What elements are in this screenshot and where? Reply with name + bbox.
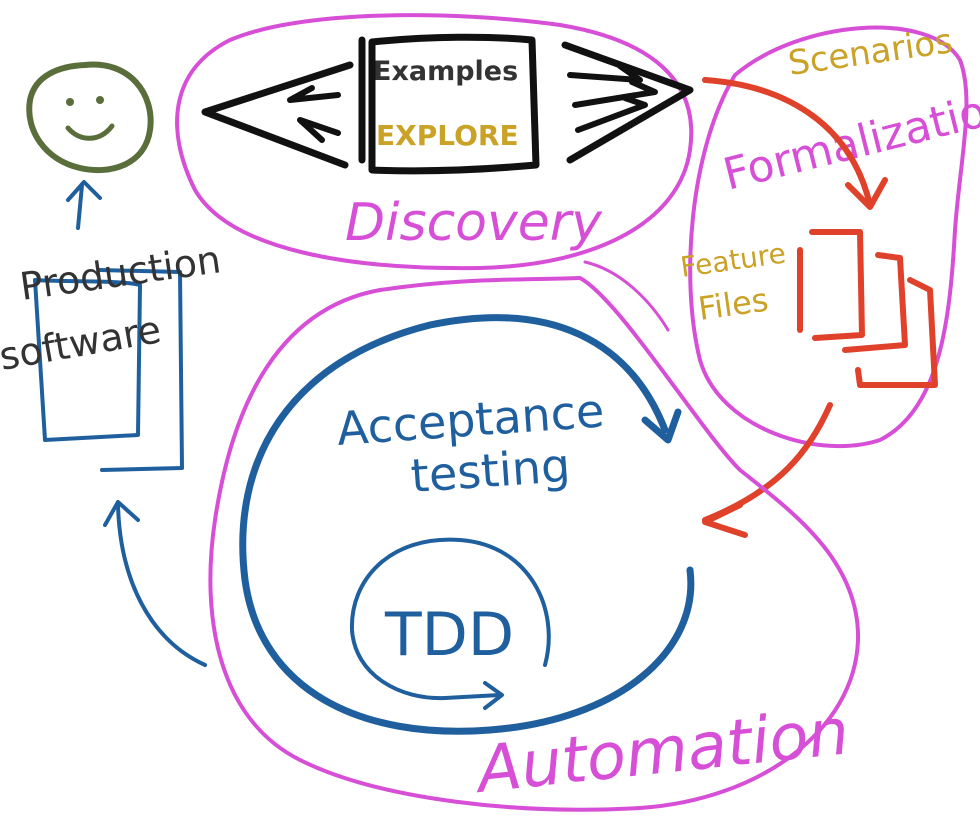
production-software-region: Production software xyxy=(0,61,223,667)
user-eye-right xyxy=(96,96,104,104)
software-doc-back xyxy=(98,268,184,472)
automation-to-production-arrowhead xyxy=(103,500,140,527)
right-arrow-2 xyxy=(572,79,658,108)
testing-label: testing xyxy=(409,438,572,503)
right-chevron-mark xyxy=(561,41,694,164)
automation-to-production-arrow xyxy=(116,503,207,667)
production-label: Production xyxy=(17,237,223,309)
user-eye-left xyxy=(66,98,74,106)
right-arrow-3 xyxy=(575,95,648,133)
right-arrow-1 xyxy=(567,63,643,83)
feature-file-1 xyxy=(797,229,865,341)
discovery-loop xyxy=(175,13,694,271)
left-small-arrow-2 xyxy=(297,117,341,143)
discovery-to-formalization-arrowhead xyxy=(845,177,888,210)
formalization-region: Scenarios Formalization Feature Files xyxy=(678,21,980,538)
examples-box xyxy=(358,33,540,175)
feature-label: Feature xyxy=(678,237,787,284)
feature-file-3 xyxy=(855,277,938,388)
user-face-icon xyxy=(26,61,154,174)
formalization-to-automation-arrowhead xyxy=(702,502,748,538)
software-to-user-arrow xyxy=(66,180,102,230)
discovery-to-formalization-arrow xyxy=(702,77,873,208)
acceptance-testing-loop xyxy=(239,314,695,735)
automation-label: Automation xyxy=(470,695,852,808)
discovery-label: Discovery xyxy=(345,193,603,253)
tdd-arrowhead xyxy=(483,681,504,710)
files-label: Files xyxy=(696,281,771,328)
examples-label: Examples xyxy=(373,56,518,87)
formalization-loop xyxy=(688,25,969,449)
discovery-region: Examples EXPLORE Discovery xyxy=(175,13,694,271)
tdd-loop xyxy=(349,537,551,701)
user-smile xyxy=(65,123,115,141)
scenarios-label: Scenarios xyxy=(786,21,955,84)
formalization-to-automation-arrow xyxy=(702,402,833,523)
discovery-to-automation-curve xyxy=(583,260,670,332)
acceptance-testing-arrowhead xyxy=(641,408,682,444)
tdd-label: TDD xyxy=(384,600,514,670)
automation-loop xyxy=(208,276,861,812)
explore-label: EXPLORE xyxy=(376,119,519,152)
left-chevron-mark xyxy=(201,61,354,169)
left-small-arrow-1 xyxy=(287,85,341,103)
feature-file-2 xyxy=(842,252,908,353)
software-doc-front xyxy=(33,278,142,442)
automation-region: Acceptance testing TDD Automation xyxy=(208,260,861,812)
